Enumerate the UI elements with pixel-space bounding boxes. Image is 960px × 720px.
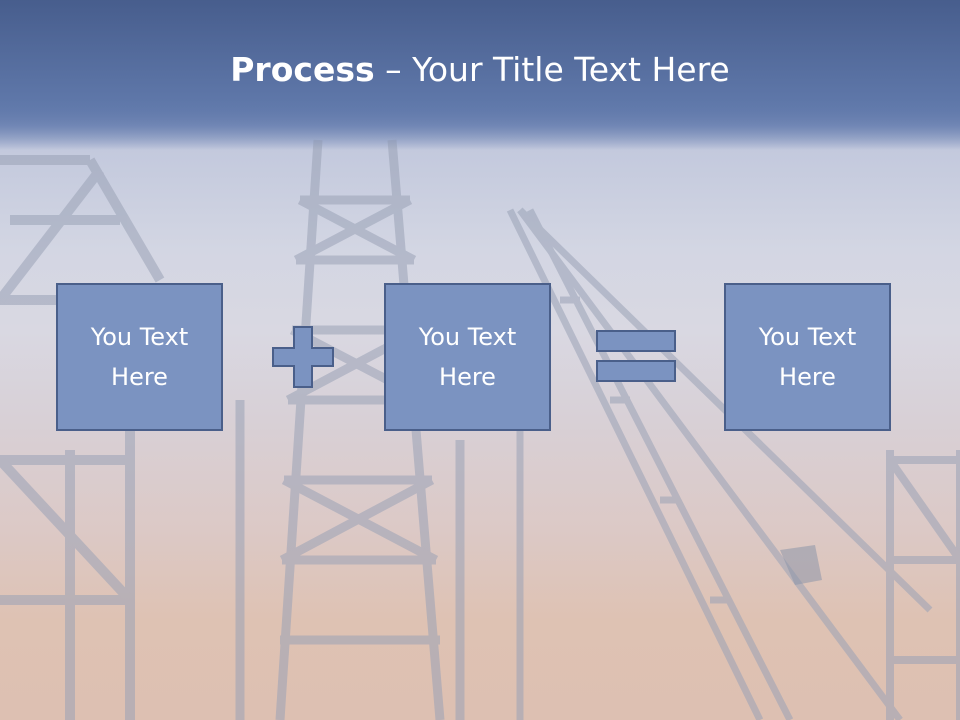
crane-hook-graphic xyxy=(780,545,822,585)
title-band xyxy=(0,0,960,150)
right-tower-graphic xyxy=(886,450,960,720)
equals-icon xyxy=(596,330,676,382)
process-box-3[interactable]: You Text Here xyxy=(724,283,891,431)
process-box-1[interactable]: You Text Here xyxy=(56,283,223,431)
process-box-3-text: You Text Here xyxy=(758,323,857,391)
slide-title[interactable]: Process – Your Title Text Here xyxy=(0,50,960,89)
title-rest-part: – Your Title Text Here xyxy=(374,50,730,89)
plus-icon xyxy=(272,326,334,388)
left-derrick-graphic xyxy=(0,155,165,720)
process-box-2[interactable]: You Text Here xyxy=(384,283,551,431)
process-box-2-text: You Text Here xyxy=(418,323,517,391)
title-bold-part: Process xyxy=(230,50,375,89)
process-box-1-text: You Text Here xyxy=(90,323,189,391)
